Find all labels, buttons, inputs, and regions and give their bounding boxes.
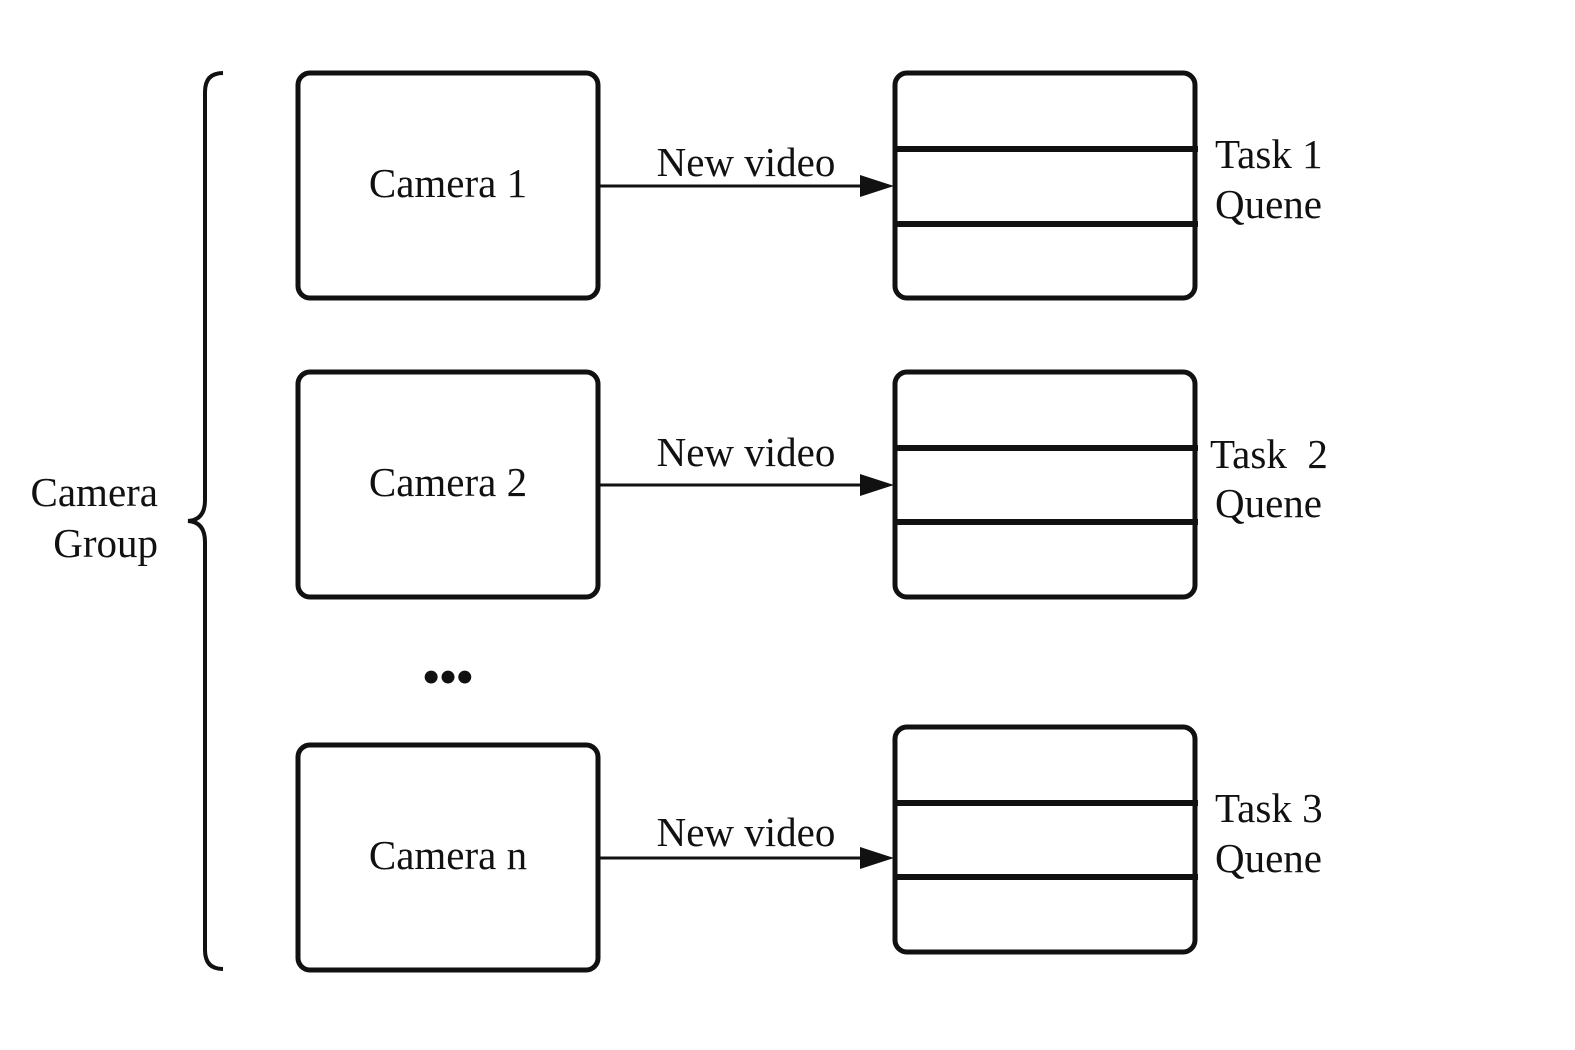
edge-1-arrowhead bbox=[860, 175, 894, 197]
queue-1-label-line2: Quene bbox=[1215, 181, 1322, 227]
queue-2-label-line1: Task 2 bbox=[1210, 431, 1328, 477]
camera-2-label: Camera 2 bbox=[369, 459, 527, 505]
edge-3-label: New video bbox=[657, 809, 836, 855]
camera-1-label: Camera 1 bbox=[369, 160, 527, 206]
camera-n-label: Camera n bbox=[369, 832, 527, 878]
group-brace bbox=[187, 71, 224, 971]
edge-3-arrowhead bbox=[860, 847, 894, 869]
queue-3-label-line1: Task 3 bbox=[1215, 785, 1323, 831]
queue-2-box bbox=[892, 369, 1198, 600]
cameras-ellipsis: ••• bbox=[423, 651, 473, 704]
queue-3-label-line2: Quene bbox=[1215, 835, 1322, 881]
queue-1-box bbox=[892, 70, 1198, 301]
edge-2-arrowhead bbox=[860, 474, 894, 496]
edge-2-label: New video bbox=[657, 429, 836, 475]
group-label-line2: Group bbox=[53, 520, 158, 566]
queue-1-label-line1: Task 1 bbox=[1215, 131, 1323, 177]
group-label-line1: Camera bbox=[31, 469, 158, 515]
queue-2-label-line2: Quene bbox=[1215, 480, 1322, 526]
queue-3-box bbox=[892, 724, 1198, 955]
edge-1-label: New video bbox=[657, 139, 836, 185]
